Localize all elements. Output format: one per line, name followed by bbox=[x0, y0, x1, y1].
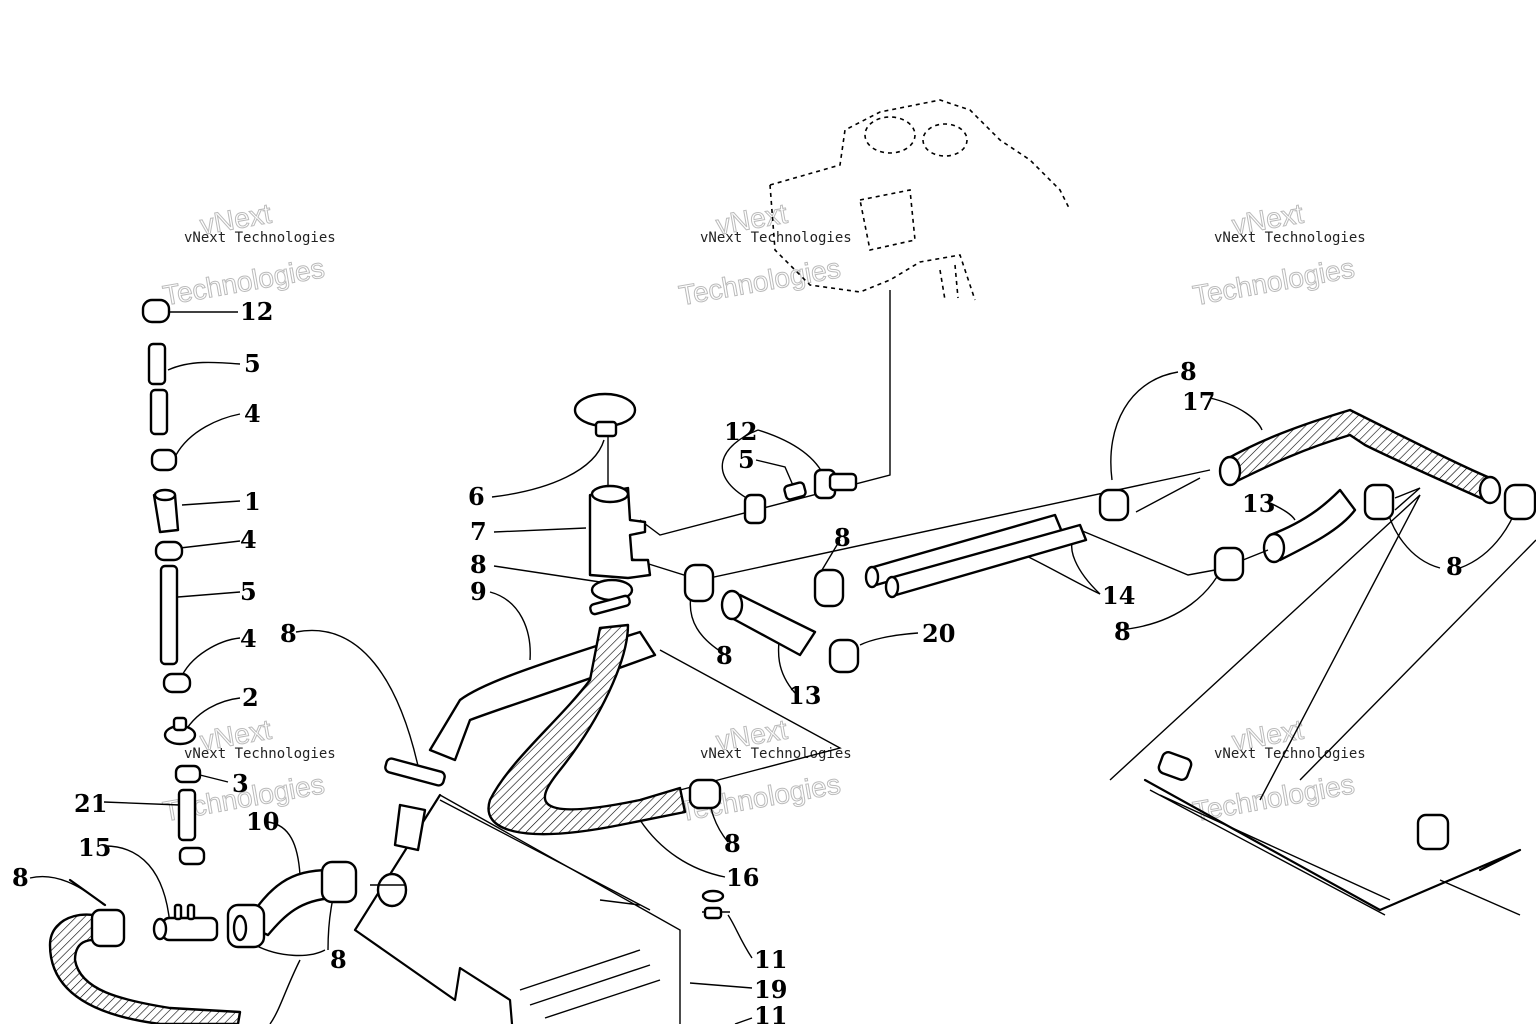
callout-8: 8 bbox=[716, 641, 733, 670]
watermark-text: vNext Technologies bbox=[1214, 746, 1366, 762]
callout-16: 16 bbox=[726, 863, 759, 892]
callout-8: 8 bbox=[724, 829, 741, 858]
callout-14: 14 bbox=[1102, 581, 1135, 610]
callout-8: 8 bbox=[470, 550, 487, 579]
watermark-big: Technologies bbox=[676, 252, 842, 311]
watermark-text: vNext Technologies bbox=[700, 746, 852, 762]
callout-10: 10 bbox=[246, 807, 279, 836]
callout-12: 12 bbox=[724, 417, 757, 446]
watermark-text: vNext Technologies bbox=[184, 230, 336, 246]
callout-8: 8 bbox=[1180, 357, 1197, 386]
watermark-5: vNext vNext Technologies Technologies bbox=[676, 713, 852, 827]
callout-8: 8 bbox=[1446, 552, 1463, 581]
lower-hose-13 bbox=[683, 563, 860, 674]
callout-3: 3 bbox=[232, 769, 249, 798]
callout-5: 5 bbox=[244, 349, 261, 378]
callout-8: 8 bbox=[834, 523, 851, 552]
callout-12: 12 bbox=[240, 297, 273, 326]
leader-lines bbox=[29, 290, 1521, 1024]
callout-8: 8 bbox=[330, 945, 347, 974]
callout-15: 15 bbox=[78, 833, 111, 862]
callout-13: 13 bbox=[788, 681, 821, 710]
callout-11: 11 bbox=[754, 945, 787, 974]
center-hoses bbox=[384, 392, 687, 836]
watermark-text: vNext Technologies bbox=[184, 746, 336, 762]
callout-2: 2 bbox=[242, 683, 259, 712]
watermark-big: Technologies bbox=[1190, 252, 1356, 311]
callout-9: 9 bbox=[470, 577, 487, 606]
callout-5: 5 bbox=[240, 577, 257, 606]
frame-lines bbox=[353, 494, 1536, 1024]
callout-19: 19 bbox=[754, 975, 787, 1004]
callout-17: 17 bbox=[1182, 387, 1215, 416]
callout-20: 20 bbox=[922, 619, 955, 648]
callout-4: 4 bbox=[240, 624, 257, 653]
callout-8: 8 bbox=[1114, 617, 1131, 646]
watermark-text: vNext Technologies bbox=[700, 230, 852, 246]
watermark-3: vNext vNext Technologies Technologies bbox=[1190, 197, 1366, 311]
engine-outline bbox=[769, 99, 1071, 301]
callout-8: 8 bbox=[280, 619, 297, 648]
callout-4: 4 bbox=[240, 525, 257, 554]
watermark-1: vNext vNext Technologies Technologies bbox=[160, 197, 336, 311]
callout-21: 21 bbox=[74, 789, 107, 818]
callout-4: 4 bbox=[244, 399, 261, 428]
overflow-connection bbox=[743, 468, 858, 525]
bottom-left-hoses bbox=[48, 803, 427, 1024]
watermark-text: vNext Technologies bbox=[1214, 230, 1366, 246]
callout-8: 8 bbox=[12, 863, 29, 892]
overflow-hose-assembly bbox=[141, 298, 206, 866]
callout-7: 7 bbox=[470, 517, 487, 546]
watermark-2: vNext vNext Technologies Technologies bbox=[676, 197, 852, 311]
watermark-6: vNext vNext Technologies Technologies bbox=[1190, 713, 1366, 827]
callout-1: 1 bbox=[244, 487, 261, 516]
right-hoses bbox=[1098, 408, 1536, 582]
callout-6: 6 bbox=[468, 482, 485, 511]
callout-5: 5 bbox=[738, 445, 755, 474]
callout-13: 13 bbox=[1242, 489, 1275, 518]
callout-11: 11 bbox=[754, 1001, 787, 1024]
pipes-14 bbox=[864, 513, 1088, 599]
screw-11 bbox=[688, 778, 725, 920]
callout-labels: 12 5 4 1 4 5 4 2 3 21 15 8 10 8 8 9 6 7 … bbox=[12, 297, 1463, 1024]
